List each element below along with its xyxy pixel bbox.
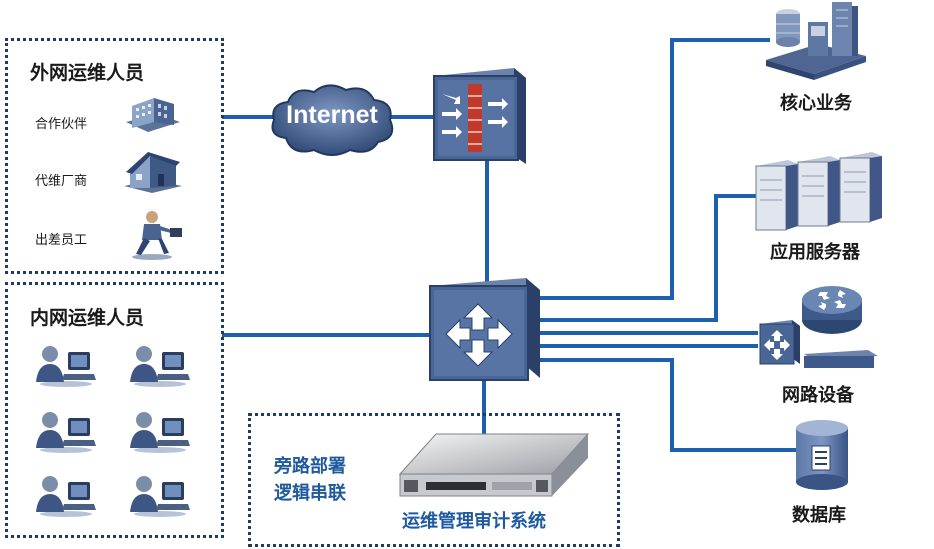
application-servers-label: 应用服务器 (770, 242, 860, 263)
internet-cloud-icon (271, 84, 394, 156)
external-operators-box (5, 38, 224, 274)
operator-workstation-icon (36, 476, 96, 517)
router-icon (802, 286, 862, 334)
traveling-employee-icon (132, 211, 182, 260)
core-switch-icon (429, 278, 540, 381)
internal-operators-box (5, 282, 224, 538)
network-switch-icon (759, 320, 878, 368)
deployment-box (248, 413, 620, 547)
audit-appliance-icon (398, 433, 590, 497)
logical-serial-label: 逻辑串联 (274, 483, 346, 504)
firewall-icon (433, 68, 526, 164)
operator-workstation-icon (130, 346, 190, 387)
operator-workstation-icon (36, 346, 96, 387)
operator-workstation-icon (130, 476, 190, 517)
office-building-icon (126, 98, 180, 132)
member-label-travel-staff: 出差员工 (35, 233, 88, 248)
database-icon (796, 420, 848, 490)
operator-workstation-icon (130, 412, 190, 453)
bypass-deployment-label: 旁路部署 (274, 456, 346, 477)
audit-system-label: 运维管理审计系统 (402, 511, 546, 532)
operator-workstation-icon (36, 412, 96, 453)
internal-operators-title: 内网运维人员 (30, 307, 145, 329)
application-servers-icon (755, 152, 882, 231)
database-label: 数据库 (792, 505, 846, 526)
core-business-server-icon (766, 2, 866, 80)
internet-label: Internet (286, 101, 378, 129)
network-devices-label: 网路设备 (782, 385, 854, 406)
core-business-label: 核心业务 (780, 93, 852, 114)
house-icon (124, 152, 182, 193)
member-label-vendor: 代维厂商 (35, 174, 88, 189)
external-operators-title: 外网运维人员 (30, 62, 145, 84)
member-label-partner: 合作伙伴 (35, 117, 88, 132)
